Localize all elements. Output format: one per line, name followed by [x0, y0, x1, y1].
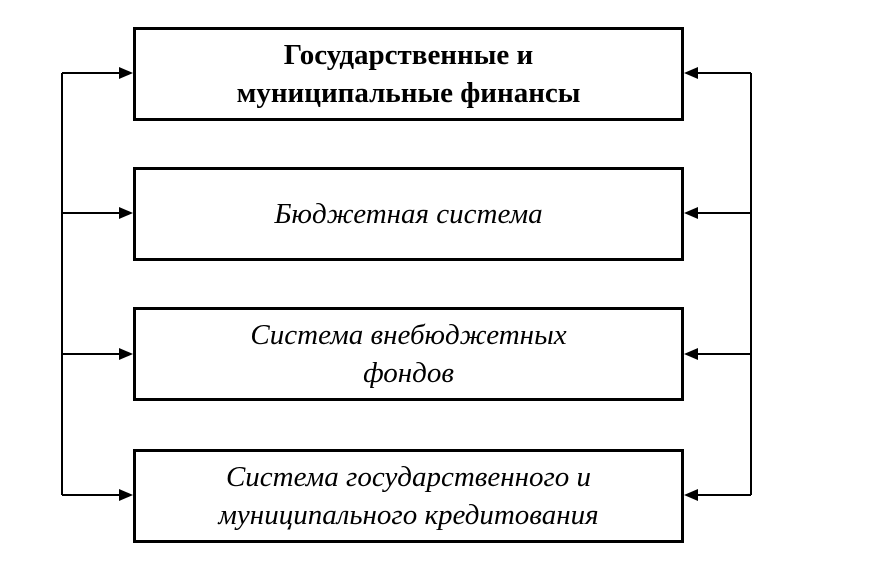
left-arrow-1: [119, 67, 133, 79]
box-extrabudgetary-funds: Система внебюджетных фондов: [133, 307, 684, 401]
box-3-line-2: фондов: [363, 357, 454, 389]
left-arrow-4: [119, 489, 133, 501]
box-1-line-1: Государственные и: [283, 39, 534, 71]
box-2-line-1: Бюджетная система: [274, 198, 543, 230]
box-1-line-2: муниципальные финансы: [236, 77, 581, 109]
box-3-line-1: Система внебюджетных: [250, 319, 567, 351]
box-4-line-2: муниципального кредитования: [218, 499, 599, 531]
box-state-municipal-credit: Система государственного и муниципальног…: [133, 449, 684, 543]
left-arrow-2: [119, 207, 133, 219]
right-arrow-4: [684, 489, 698, 501]
box-budget-system: Бюджетная система: [133, 167, 684, 261]
right-arrow-2: [684, 207, 698, 219]
box-4-line-1: Система государственного и: [225, 461, 592, 493]
right-arrow-1: [684, 67, 698, 79]
right-arrow-3: [684, 348, 698, 360]
left-arrow-3: [119, 348, 133, 360]
box-state-municipal-finance: Государственные и муниципальные финансы: [133, 27, 684, 121]
